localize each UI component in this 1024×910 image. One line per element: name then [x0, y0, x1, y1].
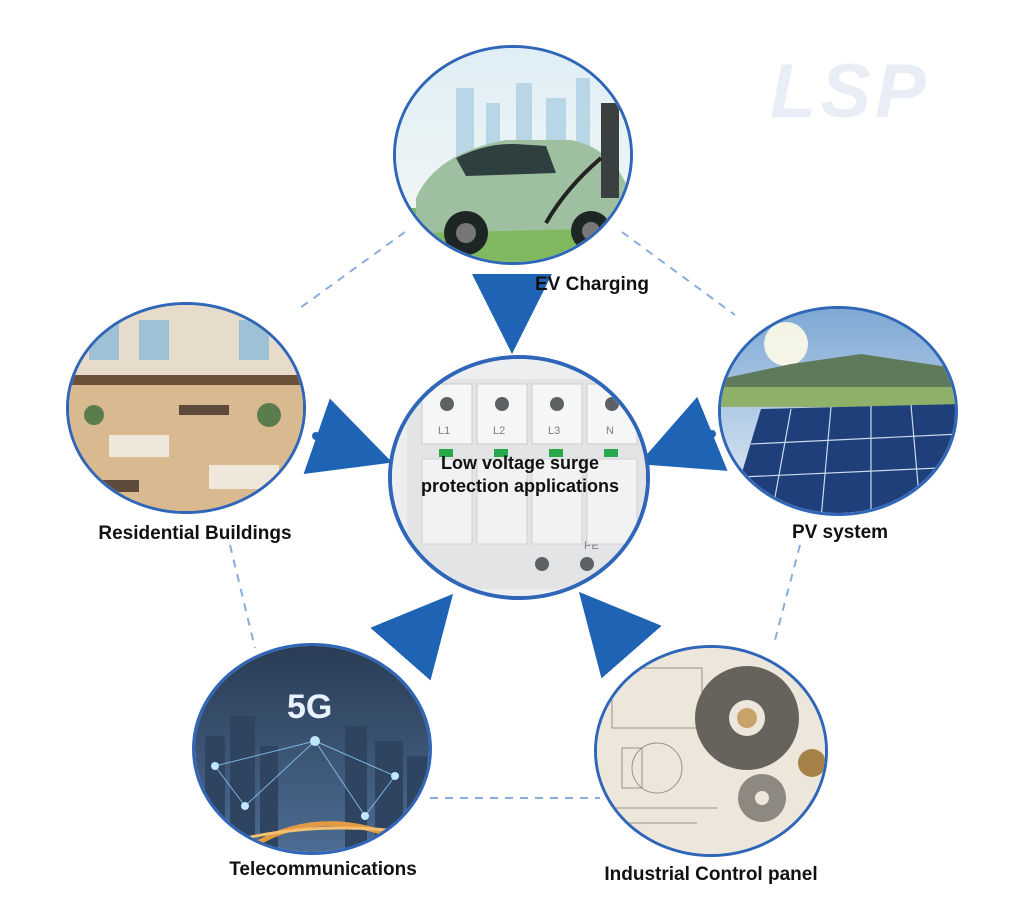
dash-link-residential-telecom: [229, 544, 256, 649]
telecommunications-image: 5G: [192, 643, 432, 855]
center-caption-line2: protection applications: [420, 476, 620, 496]
dash-link-ev-residential: [299, 231, 406, 309]
surge-protector-image: L1 L2 L3 N PE: [388, 355, 650, 600]
arrow-pv: [638, 396, 728, 471]
brand-logo: LSP: [770, 49, 930, 134]
dash-link-pv-industrial: [774, 544, 801, 641]
industrial-control-panel-label: Industrial Control panel: [604, 864, 818, 885]
industrial-control-panel-image: [594, 645, 828, 857]
residential-buildings-image: [66, 302, 306, 514]
arrow-industrial: [578, 591, 662, 679]
center-caption: Low voltage surge protection application…: [400, 452, 640, 498]
telecommunications-label: Telecommunications: [229, 859, 417, 880]
center-caption-line1: Low voltage surge: [440, 453, 600, 473]
module-label-l3: L3: [548, 425, 560, 437]
arrow-residential: [303, 398, 393, 475]
arrow-telecom: [370, 593, 454, 681]
ev-charging-image: [393, 45, 633, 265]
module-label-l2: L2: [493, 425, 505, 437]
pv-system-label: PV system: [791, 522, 889, 543]
residential-buildings-label: Residential Buildings: [98, 523, 292, 544]
5g-badge: 5G: [287, 688, 332, 726]
ev-charging-label: EV Charging: [534, 274, 649, 295]
module-label-n: N: [606, 425, 614, 437]
module-label-l1: L1: [438, 425, 450, 437]
pv-system-image: [718, 306, 958, 516]
